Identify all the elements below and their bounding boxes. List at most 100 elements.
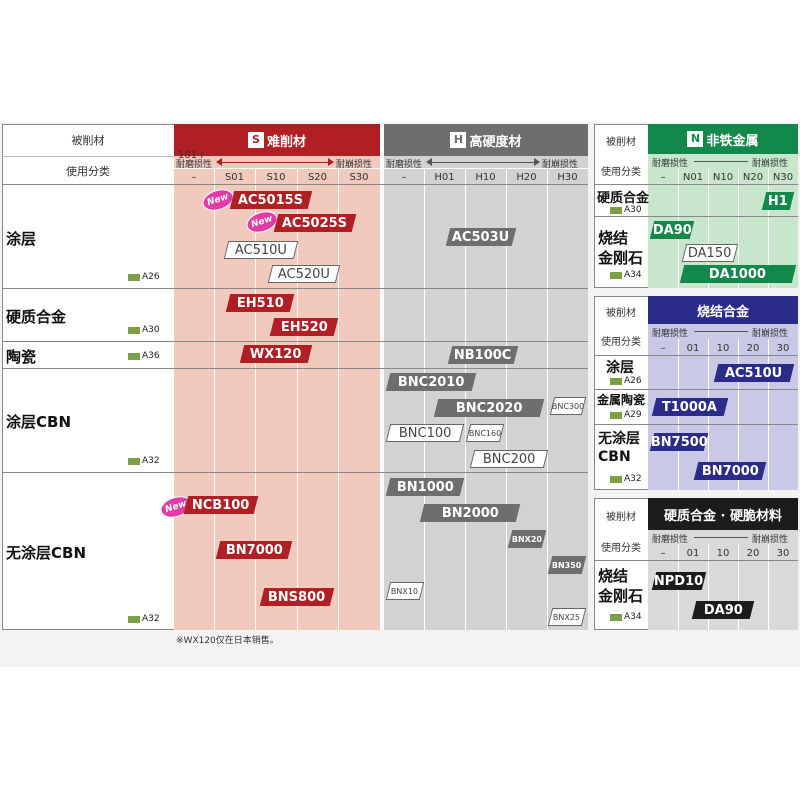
grade-label: BNC200 — [482, 451, 536, 467]
section-gap — [380, 124, 384, 630]
s-arrow-left-label: 耐磨损性 — [176, 160, 213, 170]
grade-ac510u-s[interactable]: AC510U — [223, 241, 299, 259]
sinter-arrow-right-label: 耐崩损性 — [752, 329, 789, 339]
grade-da90-hard[interactable]: DA90 — [691, 601, 755, 619]
n-material-label: 被削材 — [606, 136, 636, 148]
sinter-panel-title: 烧结合金 — [696, 304, 749, 320]
grade-nb100c[interactable]: NB100C — [447, 346, 519, 364]
ref-tag-icon — [610, 271, 622, 279]
grade-bnc200[interactable]: BNC200 — [469, 450, 549, 468]
grade-label: BNC300 — [551, 401, 585, 411]
grade-label: BNC100 — [398, 425, 452, 441]
grade-ac5015s[interactable]: AC5015S — [229, 191, 313, 209]
grade-label: DA90 — [703, 602, 743, 618]
s-col-divider — [255, 168, 256, 630]
grade-bnx10[interactable]: BNX10 — [385, 582, 425, 600]
s-col-1: S01 — [224, 171, 245, 183]
grade-npd10[interactable]: NPD10 — [651, 572, 707, 590]
grade-eh510[interactable]: EH510 — [225, 294, 295, 312]
grade-bnx20[interactable]: BNX20 — [507, 530, 547, 548]
sinter-ref-cermet: A29 — [610, 410, 642, 420]
s-section-header: S 难削材 — [174, 124, 380, 156]
s-col-3: S20 — [307, 171, 328, 183]
grade-bns800[interactable]: BNS800 — [259, 588, 335, 606]
n-panel-header: N 非铁金属 — [648, 124, 798, 154]
hard-col-4: 30 — [776, 547, 790, 559]
s-col-0: – — [191, 171, 197, 183]
s-arrow-right-head — [328, 158, 334, 166]
grade-bn2000[interactable]: BN2000 — [419, 504, 521, 522]
grade-da1000[interactable]: DA1000 — [679, 265, 797, 283]
footnote: ※WX120仅在日本销售。 — [176, 636, 279, 646]
grade-eh520[interactable]: EH520 — [269, 318, 339, 336]
ref-tag-icon — [128, 457, 140, 465]
sinter-col-3: 20 — [746, 342, 760, 354]
ref-text: A30 — [624, 205, 642, 215]
hard-arrow-right-label: 耐崩损性 — [752, 535, 789, 545]
h-col-2: H10 — [475, 171, 496, 183]
grade-ncb100[interactable]: NCB100 — [183, 496, 259, 514]
grade-ac520u-s[interactable]: AC520U — [267, 265, 341, 283]
row-label-coated-cbn: 涂层CBN — [6, 413, 71, 431]
h-col-3: H20 — [516, 171, 537, 183]
grade-label: BN350 — [552, 560, 582, 570]
sinter-ref-coated: A26 — [610, 376, 642, 386]
n-row-label-pcd: 烧结 金刚石 — [598, 229, 644, 267]
grade-ac510u-sinter[interactable]: AC510U — [713, 364, 795, 382]
grade-bnc2020[interactable]: BNC2020 — [433, 399, 545, 417]
ref-tag-icon — [610, 613, 622, 621]
ref-tag-icon — [610, 377, 622, 385]
hard-header-line — [594, 560, 798, 561]
hard-panel-header: 硬质合金 · 硬脆材料 — [648, 498, 798, 530]
hard-col-0: – — [660, 547, 666, 559]
ref-tag-icon — [128, 615, 140, 623]
grade-da150[interactable]: DA150 — [681, 244, 739, 262]
grade-bnx25[interactable]: BNX25 — [547, 608, 587, 626]
grade-bnc300[interactable]: BNC300 — [549, 397, 587, 415]
grade-bnc100[interactable]: BNC100 — [385, 424, 465, 442]
sinter-col-2: 10 — [716, 342, 730, 354]
hard-row-label-pcd: 烧结 金刚石 — [598, 567, 644, 605]
grade-h1[interactable]: H1 — [761, 192, 795, 210]
grade-da90-n[interactable]: DA90 — [649, 221, 695, 239]
sinter-row-label-uncoated-cbn: 无涂层 CBN — [598, 431, 640, 465]
grade-bn1000[interactable]: BN1000 — [385, 478, 465, 496]
sinter-header-line — [594, 355, 798, 356]
s-arrow-right-label: 耐崩损性 — [336, 160, 373, 170]
grade-bn7500[interactable]: BN7500 — [649, 433, 709, 451]
grade-label: T1000A — [662, 399, 718, 415]
ref-coated-cbn: A32 — [128, 456, 160, 466]
ref-text: A32 — [142, 456, 160, 466]
s-col-4: S30 — [349, 171, 369, 183]
h-letter-box: H — [450, 132, 467, 148]
row-divider — [2, 368, 588, 369]
ref-text: A34 — [624, 612, 642, 622]
grade-label: BNC2020 — [455, 400, 523, 416]
grade-label: NB100C — [454, 347, 512, 363]
ref-tag-icon — [128, 273, 140, 281]
grade-ac5025s[interactable]: AC5025S — [273, 214, 357, 232]
grade-label: AC520U — [277, 266, 331, 282]
grade-wx120[interactable]: WX120 — [239, 345, 313, 363]
s-arrow-line — [220, 162, 328, 163]
ref-text: A36 — [142, 351, 160, 361]
grade-label: AC5015S — [238, 192, 304, 208]
grade-bnc160[interactable]: BNC160 — [465, 424, 505, 442]
h-col-0: – — [401, 171, 407, 183]
grade-t1000a[interactable]: T1000A — [651, 398, 729, 416]
sinter-col-1: 01 — [686, 342, 700, 354]
n-col-3: N20 — [742, 171, 764, 183]
hard-material-label: 被削材 — [606, 511, 636, 523]
n-header-line — [594, 184, 798, 185]
grade-ac503u[interactable]: AC503U — [445, 228, 517, 246]
hard-ref-pcd: A34 — [610, 612, 642, 622]
grade-bn7000-sinter[interactable]: BN7000 — [693, 462, 767, 480]
grade-label: AC510U — [234, 242, 288, 258]
grade-label: AC510U — [725, 365, 783, 381]
grade-bnc2010[interactable]: BNC2010 — [385, 373, 477, 391]
sinter-col-0: – — [660, 342, 666, 354]
row-label-ceramic: 陶瓷 — [6, 348, 37, 366]
grade-bn350[interactable]: BN350 — [547, 556, 587, 574]
grade-bn7000-s[interactable]: BN7000 — [215, 541, 293, 559]
s-stray-text: 101 I — [178, 150, 204, 161]
